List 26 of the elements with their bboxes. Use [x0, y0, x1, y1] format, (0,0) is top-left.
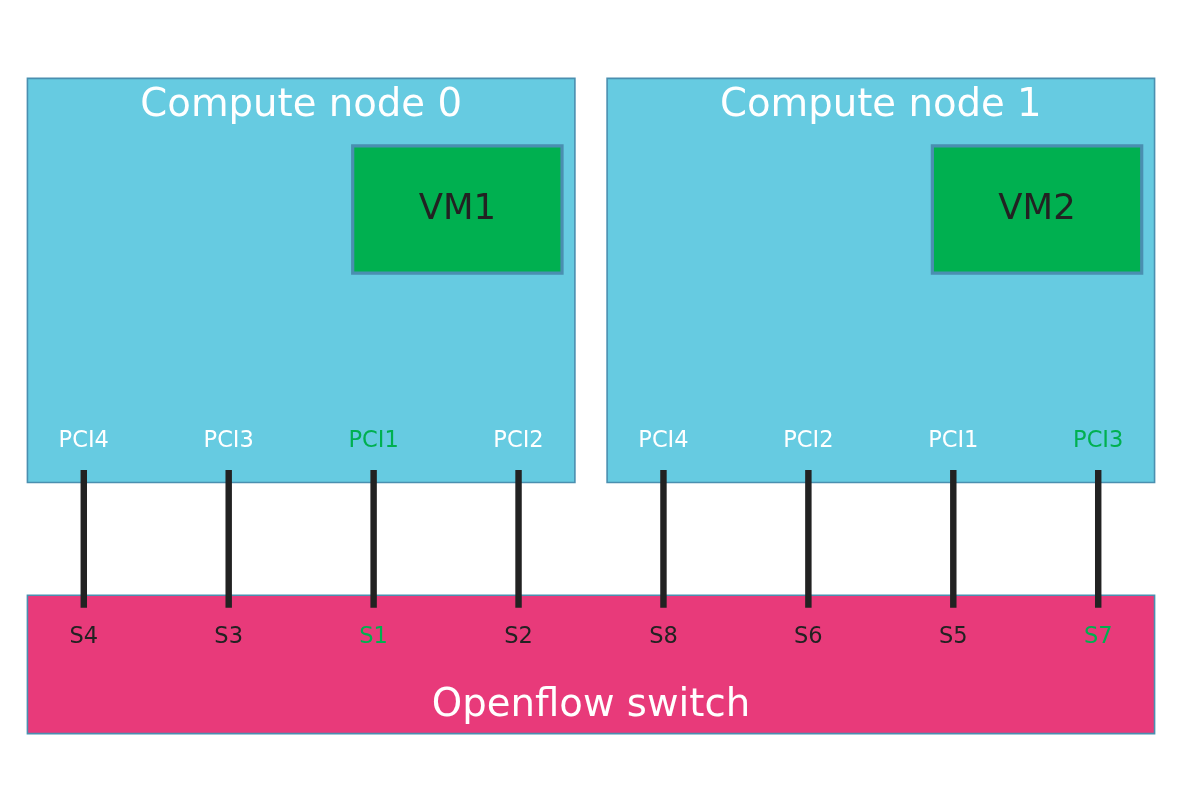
node-text: PCI4	[638, 425, 689, 452]
node-text: PCI2	[783, 425, 834, 452]
node-text: PCI4	[58, 425, 109, 452]
node-text: S1	[359, 621, 388, 648]
node-text: PCI1	[928, 425, 979, 452]
connector	[225, 469, 232, 608]
node-text: S6	[794, 621, 823, 648]
node-text: PCI1	[348, 425, 399, 452]
connector	[660, 469, 667, 608]
node-text: PCI3	[1073, 425, 1124, 452]
node-text: S2	[504, 621, 533, 648]
node-text: S3	[214, 621, 244, 648]
connector	[950, 469, 957, 608]
connector	[515, 469, 522, 608]
node-text: S8	[649, 621, 678, 648]
node-text: S7	[1083, 621, 1113, 648]
node-box: VM1	[351, 143, 564, 275]
node-text: S4	[69, 621, 99, 648]
node-text: PCI2	[493, 425, 544, 452]
node-box: VM2	[930, 143, 1144, 275]
connector	[370, 469, 377, 608]
connector	[805, 469, 812, 608]
node-text: PCI3	[203, 425, 254, 452]
node-text: S5	[938, 621, 968, 648]
connector	[1095, 469, 1102, 608]
connector	[80, 469, 87, 608]
